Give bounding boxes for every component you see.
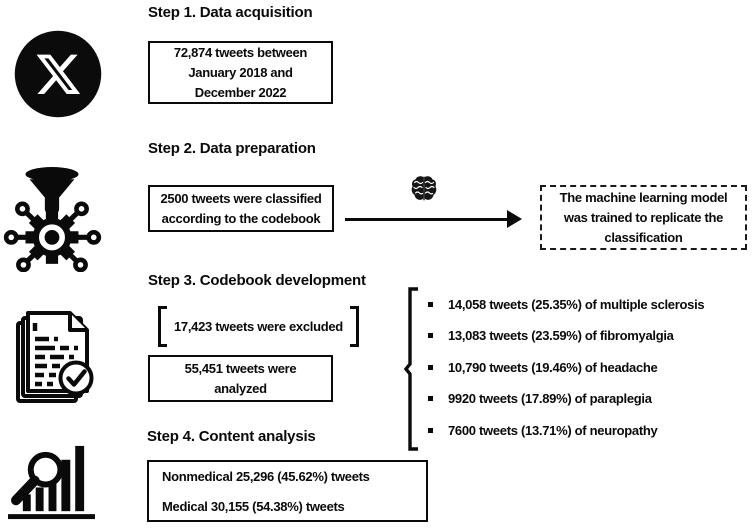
list-item: 10,790 tweets (19.46%) of headache: [428, 360, 704, 391]
step1-box: 72,874 tweets between January 2018 and D…: [148, 41, 333, 104]
disease-breakdown-list: 14,058 tweets (25.35%) of multiple scler…: [428, 297, 705, 454]
medical-line: Medical 30,155 (54.38%) tweets: [162, 498, 345, 514]
bullet-square-icon: [428, 302, 433, 307]
bullet-square-icon: [428, 427, 433, 433]
list-item: 7600 tweets (13.71%) of neuropathy: [428, 423, 704, 454]
right-bracket: [349, 306, 359, 347]
excluded-text: 17,423 tweets were excluded: [174, 319, 343, 334]
machine-learning-box: The machine learning model was trained t…: [540, 185, 747, 250]
flow-arrow: [345, 210, 523, 229]
step3-title: Step 3. Codebook development: [148, 272, 366, 289]
step4-title: Step 4. Content analysis: [147, 428, 316, 445]
documents-checkmark-icon: [12, 308, 102, 410]
step2-box: 2500 tweets were classified according to…: [148, 185, 334, 232]
list-bracket: [404, 287, 420, 451]
bullet-square-icon: [428, 364, 433, 370]
brain-icon: [410, 174, 438, 203]
step2-title: Step 2. Data preparation: [148, 140, 316, 157]
list-item: 9920 tweets (17.89%) of paraplegia: [428, 391, 704, 422]
bullet-square-icon: [428, 333, 433, 339]
magnifier-bar-chart-icon: [5, 441, 99, 525]
excluded-bracket-group: 17,423 tweets were excluded: [158, 306, 359, 347]
x-twitter-logo-icon: [11, 27, 105, 121]
step3-box: 55,451 tweets were analyzed: [148, 355, 333, 402]
list-item: 13,083 tweets (23.59%) of fibromyalgia: [428, 328, 704, 359]
nonmedical-line: Nonmedical 25,296 (45.62%) tweets: [162, 468, 370, 484]
list-item: 14,058 tweets (25.35%) of multiple scler…: [428, 297, 705, 328]
left-bracket: [158, 306, 167, 347]
bullet-square-icon: [428, 396, 433, 402]
step1-title: Step 1. Data acquisition: [148, 4, 313, 21]
step4-box: Nonmedical 25,296 (45.62%) tweets Medica…: [147, 460, 428, 522]
data-processing-funnel-gear-icon: [2, 164, 104, 272]
